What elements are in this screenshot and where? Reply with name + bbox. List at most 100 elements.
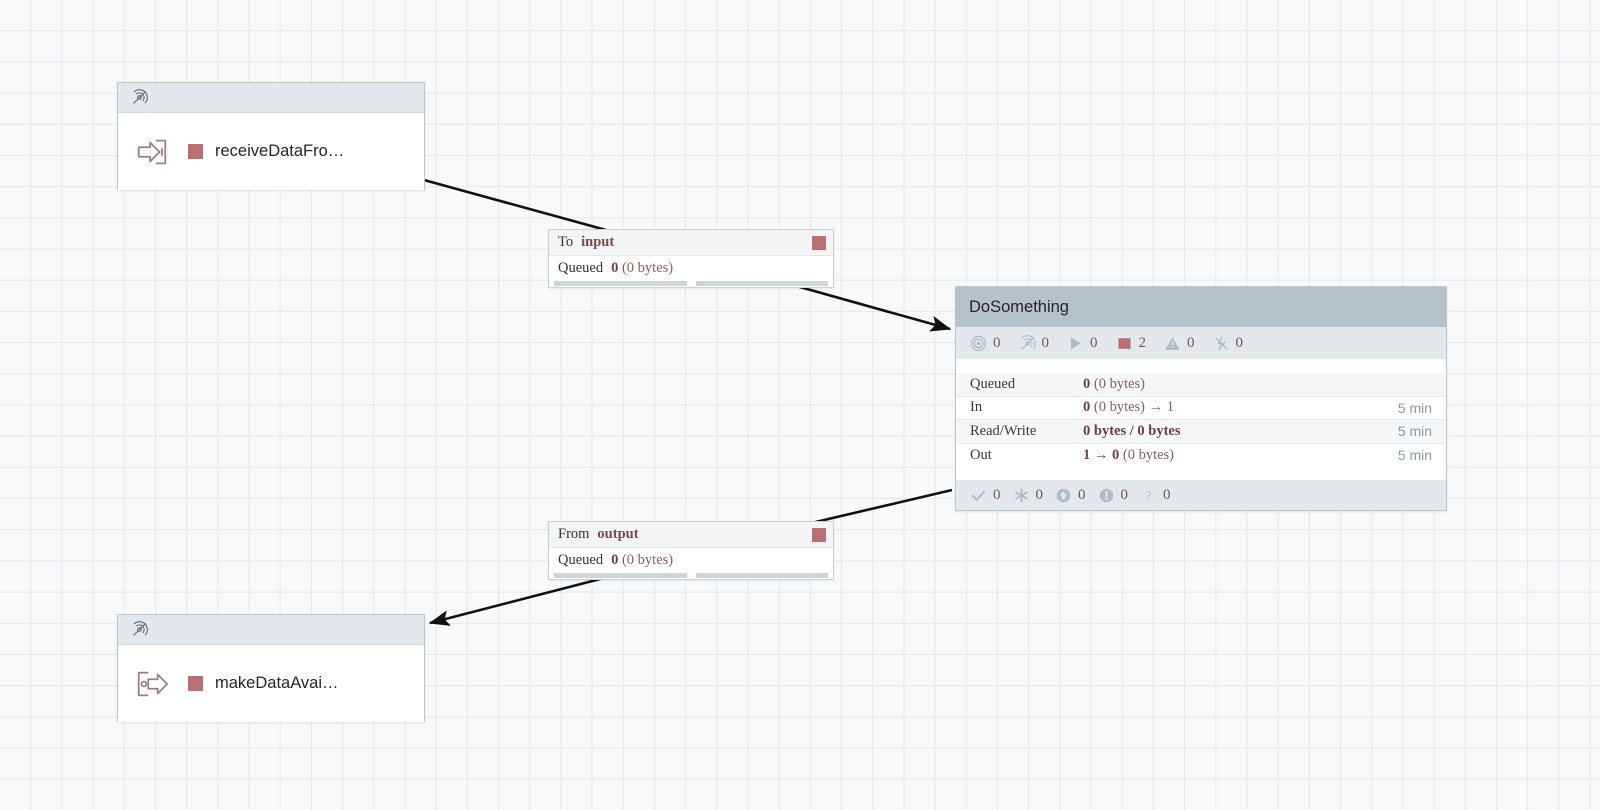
disabled-count-value: 0 [1235,334,1244,351]
connection-direction: From [558,526,590,542]
metric-row: Read/Write 0 bytes / 0 bytes 5 min [956,420,1446,444]
connection-relationship: output [597,526,639,542]
disabled-icon [1213,335,1230,352]
warning-count-value: 0 [1120,486,1129,503]
metric-value: 1 → 0 (0 bytes) [1083,447,1398,464]
metric-value-bold: 0 [1083,375,1091,392]
disabled-count-stat[interactable]: 0 [1213,334,1244,352]
processor-node-dosomething[interactable]: DoSomething 0 [955,286,1447,511]
active-threads-stat[interactable]: 0 [970,335,1001,352]
metric-value: 0 bytes / 0 bytes [1083,423,1398,440]
unknown-count-value: 0 [1163,486,1171,503]
metric-row: In 0 (0 bytes) → 1 5 min [956,397,1446,420]
asterisk-icon [1013,487,1030,504]
connection-header: To input [549,230,833,256]
metric-row: Out 1 → 0 (0 bytes) 5 min [956,444,1446,468]
upload-count-value: 0 [1078,486,1086,503]
active-threads-value: 0 [993,334,1001,351]
processor-bulletin-bar: 0 0 0 [956,480,1446,510]
output-port-header [118,615,424,645]
connection-direction: To [558,234,574,250]
connection-relationship: input [581,234,615,250]
running-count-value: 0 [1090,334,1098,351]
connection-queue-size-bar [695,573,828,578]
connection-queued-label: Queued [558,551,604,568]
connection-header: From output [549,522,833,548]
metric-value-rest: (0 bytes) → 1 [1093,399,1175,416]
processor-title: DoSomething [969,297,1069,316]
stopped-count-value: 2 [1138,334,1147,351]
versioned-count-value: 0 [1035,486,1044,503]
processor-metrics: Queued 0 (0 bytes) In 0 (0 bytes) → 1 5 … [956,373,1446,467]
invalid-icon [1164,335,1181,352]
edge-label-to-outputport [428,576,605,626]
connection-queued-count: 0 [611,259,619,276]
running-icon [1067,335,1084,352]
connection-queue-bars [549,572,833,579]
metric-label: In [970,399,983,416]
metric-value: 0 (0 bytes) [1083,376,1432,393]
input-port-header [118,83,424,113]
input-port-label: receiveDataFro… [215,142,345,160]
connection-label-from-output[interactable]: From output Queued 0 (0 bytes) [548,521,834,580]
output-port-icon [131,665,173,703]
warning-count-stat[interactable]: 0 [1098,486,1129,504]
metric-time: 5 min [1397,399,1432,416]
inactive-threads-stat[interactable]: 0 [1019,334,1050,352]
metric-time: 5 min [1397,447,1432,464]
metric-value-bold: 0 [1083,399,1091,416]
connection-queue-count-bar [554,281,687,286]
inactive-threads-value: 0 [1041,334,1050,351]
processor-spacer-top [956,359,1446,373]
connection-queued-size: (0 bytes) [621,551,674,568]
connection-queued-row: Queued 0 (0 bytes) [549,548,833,572]
versioned-count-stat[interactable]: 0 [1013,486,1044,504]
output-port-color-swatch [188,676,203,691]
no-transmit-icon [131,89,148,106]
connection-queued-value: 0 (0 bytes) [611,260,673,277]
invalid-count-value: 0 [1187,334,1195,351]
metric-value: 0 (0 bytes) → 1 [1083,399,1398,416]
connection-label-to-input[interactable]: To input Queued 0 (0 bytes) [548,229,834,288]
metric-label: Queued [970,375,1016,392]
unknown-count-stat[interactable]: ? 0 [1140,487,1171,504]
stopped-count-stat[interactable]: 2 [1116,334,1147,352]
connection-color-swatch [812,527,826,542]
connection-queued-row: Queued 0 (0 bytes) [549,256,833,280]
transmitting-icon [970,335,987,352]
exclamation-circle-icon [1098,487,1115,504]
output-port-body: makeDataAvai… [118,645,424,722]
processor-run-status-bar: 0 0 0 [956,327,1446,359]
metric-value-rest: (0 bytes) [1093,375,1146,392]
success-count-value: 0 [993,486,1001,503]
no-transmit-icon [131,621,148,638]
metric-label: Out [970,446,992,463]
check-icon [970,487,987,504]
metric-value-bold: 0 bytes / 0 bytes [1083,422,1181,439]
edge-label-to-processor [781,280,952,332]
running-count-stat[interactable]: 0 [1067,335,1098,352]
output-port-node[interactable]: makeDataAvai… [117,614,425,722]
edge-inputport-to-label [423,178,607,232]
processor-spacer-bottom [956,467,1446,480]
connection-queue-count-bar [554,573,687,578]
metric-label: Read/Write [970,422,1037,439]
connection-queued-value: 0 (0 bytes) [611,552,673,569]
connection-queued-label: Queued [558,259,604,276]
input-port-node[interactable]: receiveDataFro… [117,82,425,190]
metric-row: Queued 0 (0 bytes) [956,373,1446,397]
invalid-count-stat[interactable]: 0 [1164,335,1195,352]
metric-time: 5 min [1397,423,1432,440]
svg-text:?: ? [1146,488,1152,503]
input-port-body: receiveDataFro… [118,113,424,190]
connection-queue-bars [549,280,833,287]
stopped-icon [1116,335,1133,352]
question-icon: ? [1140,487,1157,504]
connection-queued-size: (0 bytes) [621,259,674,276]
connection-queue-size-bar [695,281,828,286]
output-port-label: makeDataAvai… [215,674,339,692]
success-count-stat[interactable]: 0 [970,487,1001,504]
upload-count-stat[interactable]: 0 [1055,487,1086,504]
processor-header: DoSomething [956,287,1446,327]
